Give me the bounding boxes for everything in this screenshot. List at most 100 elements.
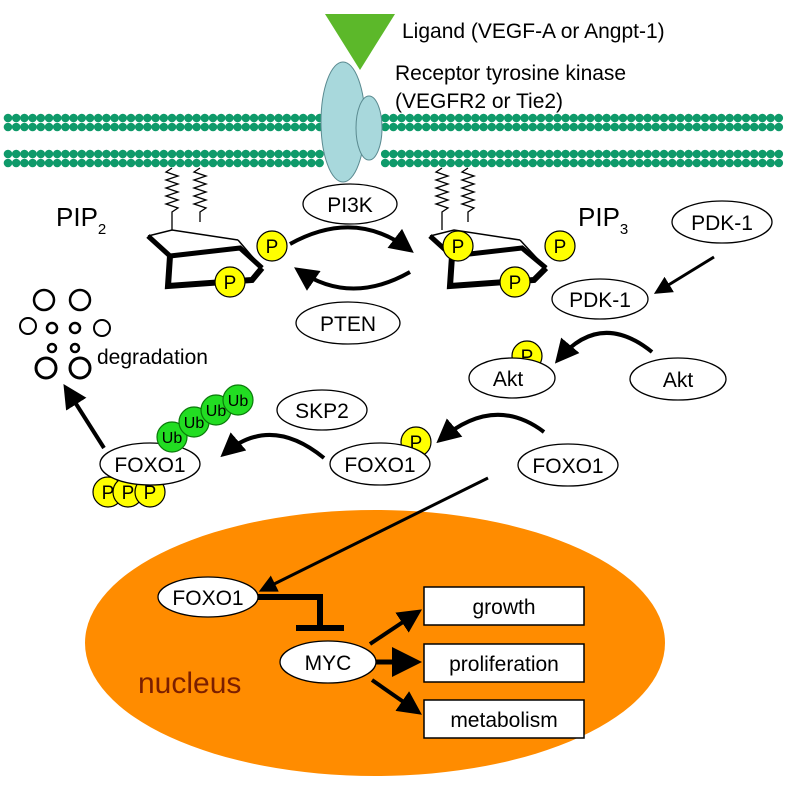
lipid-head [36,149,46,159]
lipid-head [594,158,603,168]
lipid-head [175,122,185,132]
svg-text:P: P [224,273,237,294]
lipid-head [569,113,579,123]
skp2-label: SKP2 [295,400,349,423]
lipid-head [618,149,628,159]
lipid-head [692,158,702,168]
lipid-head [421,149,431,159]
lipid-head [405,122,415,132]
lipid-head [208,158,218,168]
lipid-head [257,122,267,132]
lipid-head [413,149,423,159]
lipid-head [69,113,78,123]
lipid-head [192,158,201,168]
lipid-head [167,113,177,123]
lipid-head [659,158,669,168]
outcome-growth-label: growth [472,596,535,619]
lipid-head [610,122,620,132]
lipid-head [758,113,767,123]
lipid-head [200,149,210,159]
lipid-head [110,149,119,159]
lipid-head [594,113,603,123]
fragment-dot [69,342,81,354]
lipid-head [69,158,78,168]
lipid-head [717,158,726,168]
lipid-head [380,149,390,159]
lipid-head [77,158,87,168]
lipid-head [192,149,201,159]
lipid-head [741,113,751,123]
foxo1-nuclear-import-arrow [258,476,489,592]
lipid-head [495,158,505,168]
lipid-head [274,122,283,132]
pi3k-node [302,183,398,225]
foxo1-label: FOXO1 [532,455,603,478]
lipid-head [626,149,636,159]
lipid-head [602,113,611,123]
lipid-head [421,158,431,168]
lipid-head [520,122,529,132]
lipid-head [462,122,472,132]
lipid-head [20,122,29,132]
lipid-head [684,122,693,132]
fragment-dot [68,321,82,335]
lipid-head [774,113,784,123]
lipid-head [520,113,529,123]
lipid-head [643,113,652,123]
svg-text:Ub: Ub [184,415,205,432]
pip3-phosphate: P [544,230,576,262]
lipid-head [184,122,193,132]
lipid-head [102,113,111,123]
lipid-head [512,122,521,132]
lipid-head [413,158,423,168]
receptor-label-line2: (VEGFR2 or Tie2) [395,90,563,113]
lipid-head [430,158,439,168]
lipid-head [126,122,136,132]
fragment-dot [46,342,58,354]
lipid-head [44,149,54,159]
lipid-head [487,158,497,168]
lipid-head [282,113,292,123]
lipid-head [577,158,587,168]
lipid-head [3,158,13,168]
lipid-head [536,113,546,123]
lipid-head [733,113,743,123]
lipid-head [446,113,456,123]
lipid-head [610,113,620,123]
lipid-head [520,149,529,159]
pdk1-bound-node [551,278,649,320]
lipid-head [282,158,292,168]
pten-label: PTEN [320,313,376,336]
lipid-head [643,149,652,159]
lipid-head [733,149,743,159]
lipid-head [708,113,718,123]
lipid-head [389,113,398,123]
lipid-head [274,158,283,168]
lipid-head [11,149,21,159]
lipid-head [257,149,267,159]
lipid-head [282,149,292,159]
lipid-head [397,113,406,123]
lipid-head [405,149,415,159]
lipid-head [626,113,636,123]
membrane [3,113,784,168]
lipid-head [462,113,472,123]
lipid-head [503,113,513,123]
lipid-head [61,158,70,168]
lipid-head [216,158,226,168]
lipid-head [20,158,29,168]
lipid-head [733,158,743,168]
lipid-head [52,158,62,168]
lipid-head [446,149,456,159]
lipid-head [471,113,480,123]
lipid-head [93,113,103,123]
pdk1-bound-label: PDK-1 [569,289,631,312]
lipid-head [241,158,251,168]
lipid-head [307,122,316,132]
lipid-head [553,113,562,123]
lipid-head [102,149,111,159]
akt-label: Akt [663,369,694,392]
lipid-head [126,149,136,159]
lipid-head [225,122,234,132]
lipid-head [298,113,308,123]
